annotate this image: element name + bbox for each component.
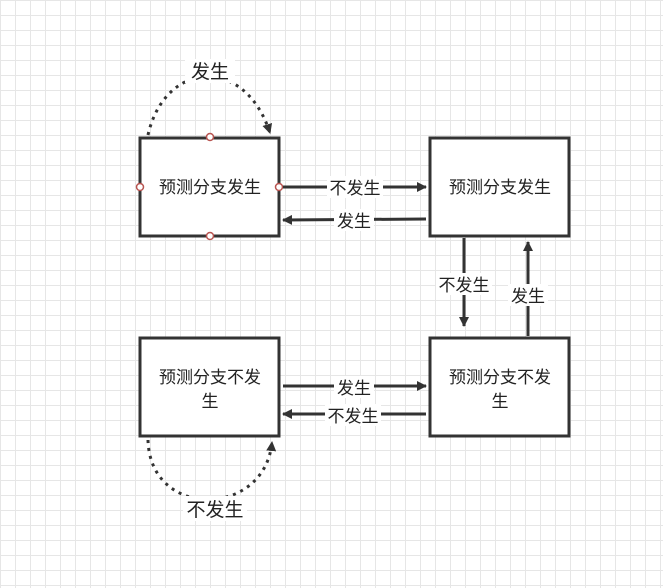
loop-bottom-label-bg bbox=[183, 496, 247, 521]
state-node-s1[interactable]: 预测分支发生 bbox=[138, 136, 281, 238]
state-node-s1-label: 预测分支发生 bbox=[159, 178, 261, 198]
edge-s2-to-s1-label-bg bbox=[334, 209, 374, 231]
loop-top-label-bg bbox=[185, 59, 235, 83]
edge-s1-to-s2-label-bg bbox=[327, 176, 383, 198]
connection-handle-left[interactable] bbox=[135, 182, 145, 192]
state-node-s3-label-line2: 生 bbox=[492, 392, 509, 412]
state-node-s3-label-line1: 预测分支不发 bbox=[449, 368, 551, 388]
loop-top-label: 发生 bbox=[191, 61, 229, 83]
state-node-s4-label-line2: 生 bbox=[202, 392, 219, 412]
loop-bottom-path[interactable] bbox=[146, 439, 277, 501]
edge-s3-to-s4-label-bg bbox=[325, 404, 381, 426]
connection-handle-top[interactable] bbox=[205, 132, 215, 142]
edge-s3-to-s2-label: 发生 bbox=[511, 287, 545, 307]
state-node-s4[interactable]: 预测分支不发 生 bbox=[138, 336, 281, 438]
connection-handle-bottom[interactable] bbox=[205, 231, 215, 241]
edge-s4-to-s3-label: 发生 bbox=[337, 379, 371, 399]
connection-handle-right[interactable] bbox=[274, 182, 284, 192]
state-node-s4-label-line1: 预测分支不发 bbox=[159, 368, 261, 388]
edge-s2-to-s3-label-bg bbox=[436, 273, 492, 295]
edge-s1-to-s2-label: 不发生 bbox=[330, 179, 381, 199]
state-node-s2[interactable]: 预测分支发生 bbox=[428, 136, 571, 238]
loop-top-path[interactable] bbox=[146, 75, 273, 136]
state-node-s3[interactable]: 预测分支不发 生 bbox=[428, 336, 571, 438]
edge-s2-to-s3-label: 不发生 bbox=[439, 276, 490, 296]
state-node-s2-label: 预测分支发生 bbox=[449, 178, 551, 198]
edge-s3-to-s2-label-bg bbox=[508, 284, 548, 306]
edge-s3-to-s4-label: 不发生 bbox=[328, 407, 379, 427]
edge-s2-to-s1-label: 发生 bbox=[337, 212, 371, 232]
loop-bottom-label: 不发生 bbox=[186, 499, 243, 521]
edge-s4-to-s3-label-bg bbox=[334, 376, 374, 398]
